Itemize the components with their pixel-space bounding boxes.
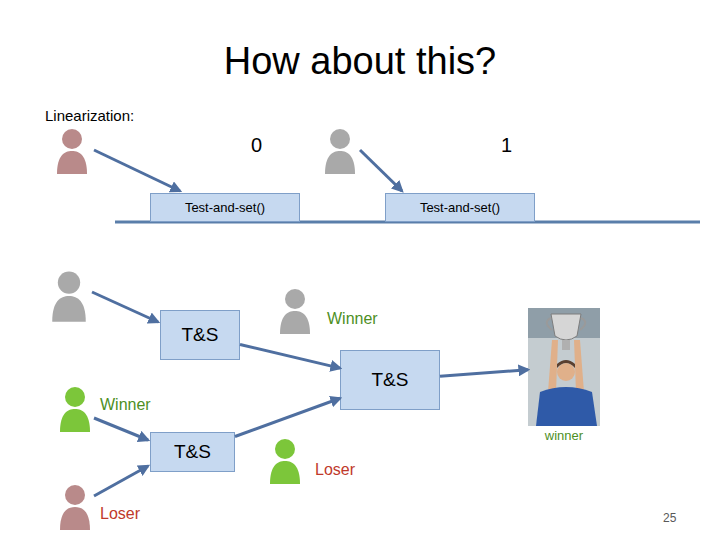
- page-number: 25: [663, 511, 676, 525]
- box-label: Test-and-set(): [185, 200, 265, 215]
- person-icon: [60, 485, 90, 530]
- player-shirt: [536, 387, 597, 426]
- operation-box: Test-and-set(): [150, 193, 300, 222]
- operation-box: Test-and-set(): [385, 193, 535, 222]
- person-icon: [60, 387, 90, 432]
- player-arm: [548, 340, 558, 392]
- trophy-handle: [547, 318, 552, 330]
- box-label: T&S: [174, 441, 211, 463]
- person-icon: [270, 439, 300, 484]
- winner-photo: [528, 308, 600, 426]
- box-label: Test-and-set(): [420, 200, 500, 215]
- return-value: 0: [251, 134, 262, 157]
- picture-caption: winner: [528, 428, 600, 443]
- person-icon: [325, 129, 355, 174]
- call-arrow: [94, 418, 148, 440]
- box-label: T&S: [182, 324, 219, 346]
- trophy-cup: [551, 314, 581, 340]
- player-hair: [557, 360, 575, 368]
- person-icon: [280, 289, 310, 334]
- call-arrow: [92, 292, 158, 322]
- result-label: Loser: [100, 505, 140, 523]
- return-value: 1: [501, 134, 512, 157]
- trophy-stem: [562, 340, 570, 350]
- connector-arrow: [440, 370, 528, 377]
- connector-arrow: [240, 344, 340, 368]
- connector-arrow: [235, 398, 340, 436]
- trophy-handle: [580, 318, 585, 330]
- test-and-set-box: T&S: [160, 310, 240, 360]
- result-label: Loser: [315, 461, 355, 479]
- result-label: Winner: [100, 396, 151, 414]
- section-label: Linearization:: [45, 107, 134, 124]
- box-label: T&S: [372, 369, 409, 391]
- photo-background: [528, 308, 600, 426]
- player-head: [557, 363, 575, 381]
- person-icon: [57, 129, 87, 174]
- result-label: Winner: [327, 310, 378, 328]
- call-arrow: [94, 466, 148, 496]
- winner-picture: winner: [528, 308, 600, 426]
- slide-title: How about this?: [0, 40, 720, 83]
- person-icon: [52, 271, 86, 321]
- player-arm: [574, 340, 584, 392]
- test-and-set-box: T&S: [150, 432, 235, 472]
- call-arrow: [360, 150, 402, 191]
- test-and-set-box: T&S: [340, 350, 440, 410]
- call-arrow: [94, 150, 180, 191]
